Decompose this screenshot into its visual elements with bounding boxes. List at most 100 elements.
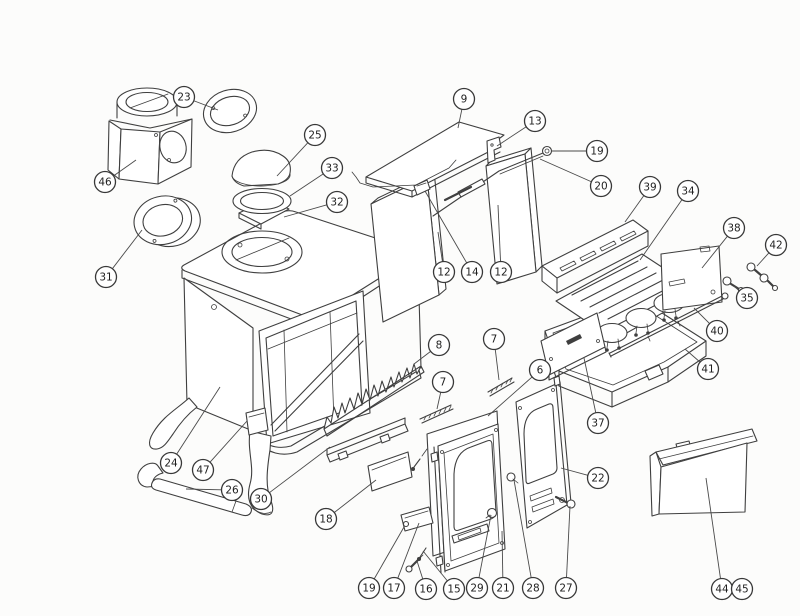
- leader-line-12: [437, 231, 443, 262]
- callout-39-13: 39: [638, 175, 662, 199]
- callout-12-10: 12: [432, 260, 456, 284]
- callout-circle: [730, 577, 754, 601]
- leader-line-15: [422, 550, 448, 582]
- part-inner-door: [430, 423, 506, 574]
- part-operating-tool: [137, 462, 252, 517]
- callout-number: 34: [681, 186, 695, 198]
- door-knob: [485, 507, 498, 519]
- callout-circle: [554, 576, 578, 600]
- callout-circle: [325, 190, 349, 214]
- callout-number: 33: [325, 163, 338, 175]
- callout-circle: [696, 357, 720, 381]
- grate-cam: [625, 307, 657, 337]
- part-flue-ring-lower: [133, 195, 201, 248]
- leader-line-7: [494, 349, 500, 381]
- callout-22-25: 22: [586, 466, 610, 490]
- leader-line-18: [334, 479, 377, 513]
- part-firebrick-left: [370, 170, 447, 323]
- leader-line-28: [513, 479, 532, 578]
- callout-circle: [220, 478, 244, 502]
- part-lid-ring: [232, 187, 292, 215]
- callout-circle: [722, 216, 746, 240]
- part-lid-dome: [231, 149, 291, 187]
- callout-number: 16: [419, 584, 433, 596]
- callout-number: 8: [436, 340, 443, 352]
- leader-line-12: [497, 204, 501, 262]
- leader-line-17: [397, 522, 420, 579]
- part-grate-back-support: [541, 219, 649, 294]
- callout-7-23: 7: [431, 370, 455, 394]
- leader-line-29: [478, 514, 492, 578]
- callout-17-32: 17: [382, 576, 406, 600]
- callout-circle: [638, 175, 662, 199]
- callout-8-21: 8: [427, 333, 451, 357]
- callout-number: 21: [496, 583, 509, 595]
- callout-23-0: 23: [172, 85, 196, 109]
- callout-circle: [586, 411, 610, 435]
- leader-line-37: [583, 357, 597, 413]
- callout-circle: [764, 233, 788, 257]
- callout-45-40: 45: [730, 577, 754, 601]
- part-bolt-pair: [746, 262, 779, 292]
- callout-number: 22: [591, 473, 604, 485]
- callout-circle: [676, 179, 700, 203]
- leader-line-46: [113, 159, 137, 177]
- callout-32-5: 32: [325, 190, 349, 214]
- leader-line-31: [112, 229, 143, 269]
- callout-number: 40: [710, 326, 723, 338]
- callout-21-36: 21: [491, 576, 515, 600]
- callout-37-20: 37: [586, 411, 610, 435]
- callout-circle: [382, 576, 406, 600]
- callout-number: 12: [437, 267, 450, 279]
- callout-number: 6: [537, 365, 544, 377]
- callout-28-37: 28: [521, 576, 545, 600]
- leader-line-41: [684, 348, 701, 363]
- callout-circle: [249, 487, 273, 511]
- callout-number: 47: [196, 465, 209, 477]
- leader-line-44: [705, 477, 721, 579]
- leader-line-33: [289, 173, 324, 197]
- callout-14-11: 14: [460, 260, 484, 284]
- callout-29-35: 29: [465, 576, 489, 600]
- leader-line-19: [373, 526, 405, 580]
- callout-41-19: 41: [696, 357, 720, 381]
- callout-number: 46: [98, 177, 112, 189]
- callout-31-2: 31: [94, 265, 118, 289]
- leader-line-13: [496, 126, 527, 147]
- callout-47-27: 47: [191, 458, 215, 482]
- leader-line-9: [457, 109, 463, 129]
- callout-number: 44: [715, 584, 729, 596]
- part-hinge-pin: [411, 448, 428, 471]
- callout-number: 29: [470, 583, 483, 595]
- callout-number: 19: [362, 583, 375, 595]
- callout-number: 31: [99, 272, 112, 284]
- callout-circle: [585, 139, 609, 163]
- part-riddling-rod: [608, 292, 729, 358]
- callout-number: 41: [701, 364, 714, 376]
- part-pin: [417, 547, 427, 561]
- callout-7-22: 7: [482, 327, 506, 351]
- part-control-rod: [432, 152, 544, 217]
- leader-line-40: [693, 307, 710, 324]
- part-baffle-bracket: [486, 136, 502, 164]
- callout-circle: [94, 265, 118, 289]
- leader-line-24: [176, 386, 221, 455]
- callout-38-15: 38: [722, 216, 746, 240]
- callout-number: 7: [440, 377, 447, 389]
- callout-26-28: 26: [220, 478, 244, 502]
- callout-42-16: 42: [764, 233, 788, 257]
- part-seal-strip-lower: [419, 404, 454, 424]
- part-screw: [405, 554, 424, 573]
- callout-number: 42: [769, 240, 782, 252]
- callout-number: 27: [559, 583, 572, 595]
- callout-circle: [431, 370, 455, 394]
- part-rod-nut: [541, 145, 553, 157]
- callout-30-29: 30: [249, 487, 273, 511]
- callout-number: 17: [387, 583, 400, 595]
- callout-15-34: 15: [442, 577, 466, 601]
- callout-circle: [735, 286, 759, 310]
- callout-circle: [303, 123, 327, 147]
- part-front-trim-bar: [326, 417, 409, 463]
